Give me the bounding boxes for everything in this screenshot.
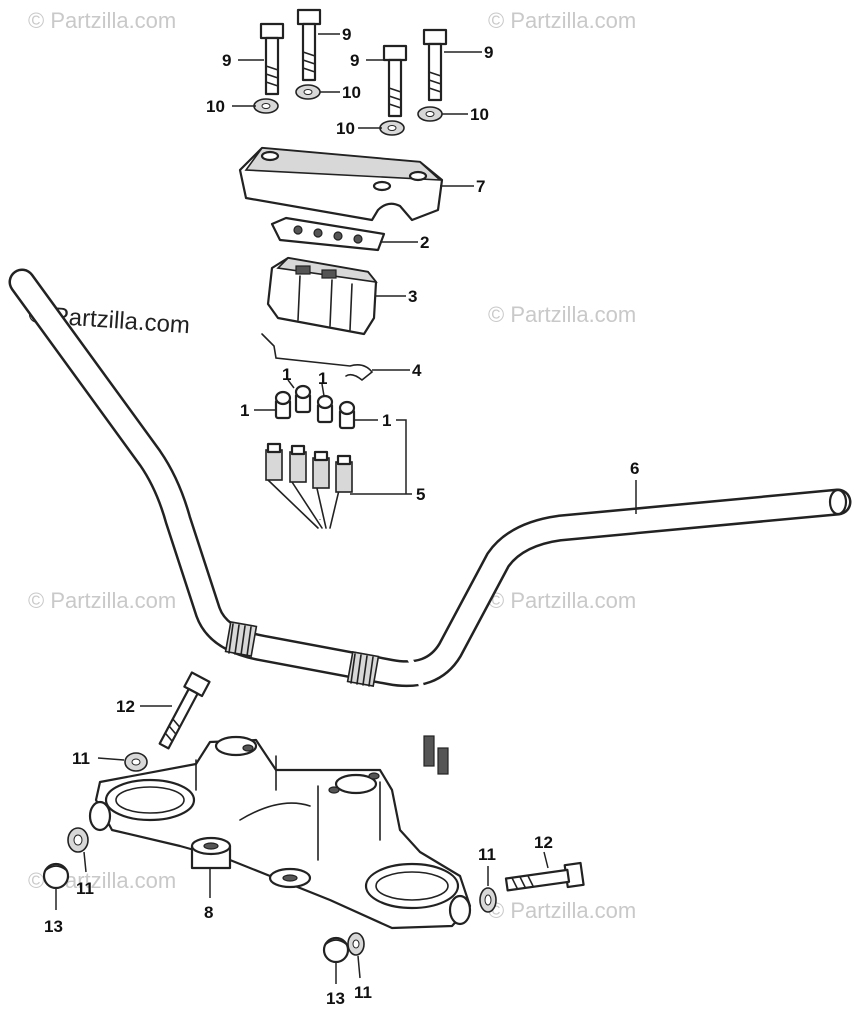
bolt [382,44,408,118]
callout-11: 11 [72,749,90,768]
callout-2: 2 [420,233,429,252]
socket [289,444,307,483]
cap-nut [322,936,350,964]
handlebar [8,268,852,688]
callout-8: 8 [204,903,213,922]
watermark: © Partzilla.com [488,8,636,33]
bolt [158,671,211,750]
knurl-band [346,651,380,687]
callout-10: 10 [336,119,355,138]
callout-10: 10 [342,83,361,102]
callout-1: 1 [382,411,391,430]
callout-9: 9 [484,43,493,62]
watermark: © Partzilla.com [28,588,176,613]
callout-11: 11 [354,983,372,1002]
holder-plate [270,216,386,252]
callout-13: 13 [44,917,63,936]
callout-10: 10 [206,97,225,116]
bulb [338,400,356,430]
watermark: © Partzilla.com [488,588,636,613]
fork-top-bridge [88,735,472,930]
bulb [274,390,292,420]
callout-3: 3 [408,287,417,306]
cap-nut [42,862,70,890]
socket [312,450,330,489]
bulb [294,384,312,414]
handlebar-upper-holder [238,146,444,222]
knurl-band [224,621,258,657]
callout-4: 4 [412,361,422,380]
callout-5: 5 [416,485,425,504]
watermark: © Partzilla.com [488,898,636,923]
callout-12: 12 [534,833,553,852]
callout-labels: 9 9 9 9 10 10 10 10 7 2 3 4 1 1 1 1 5 6 … [44,25,639,1008]
callout-1: 1 [282,365,291,384]
bolt [504,861,585,892]
callout-9: 9 [350,51,359,70]
wire-harness [267,479,449,775]
bushing [190,836,232,870]
callout-11: 11 [478,845,496,864]
callout-13: 13 [326,989,345,1008]
bolt [296,8,322,82]
callout-1: 1 [240,401,249,420]
callout-7: 7 [476,177,485,196]
spring-clip [261,333,374,382]
callout-10: 10 [470,105,489,124]
bolt [259,22,285,96]
callout-9: 9 [342,25,351,44]
socket [335,454,353,493]
callout-12: 12 [116,697,135,716]
watermark: © Partzilla.com [488,302,636,327]
bulb [316,394,334,424]
callout-9: 9 [222,51,231,70]
leader-lines [55,33,637,984]
indicator-case [266,256,378,336]
bolt [422,28,448,102]
watermark: © Partzilla.com [28,8,176,33]
callout-1: 1 [318,369,327,388]
socket [265,442,283,481]
callout-11: 11 [76,879,94,898]
callout-6: 6 [630,459,639,478]
